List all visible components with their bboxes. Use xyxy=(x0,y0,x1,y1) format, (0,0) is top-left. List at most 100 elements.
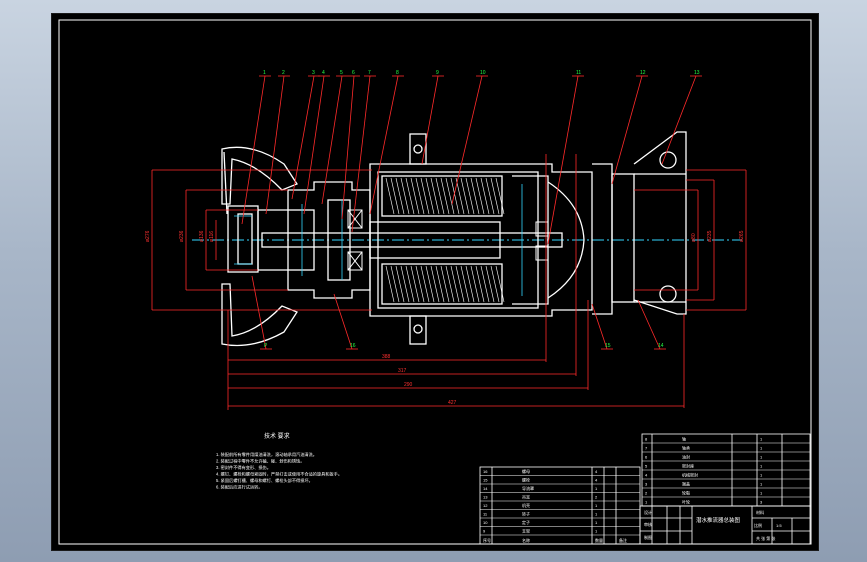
dim-v-right-3: ø265 xyxy=(739,230,745,242)
bom-upper-cell: 机械密封 xyxy=(682,472,698,478)
bom-upper-cell: 轴 xyxy=(682,436,686,442)
rear-bracket xyxy=(633,131,687,315)
bom-upper-cell: 5 xyxy=(645,464,648,469)
dim-v-left-1: ø276 xyxy=(145,230,151,242)
bearings xyxy=(347,209,549,271)
bom-lower-cell: 4 xyxy=(595,469,598,474)
bom-lower-cell: 12 xyxy=(483,503,488,508)
notes-line: 1. 装配前所有零件用煤油清洗，滚动轴承用汽油清洗。 xyxy=(216,451,317,458)
stator-top xyxy=(381,175,503,217)
dim-v-left-2: ø236 xyxy=(179,230,185,242)
bom-upper-cell: 6 xyxy=(645,455,648,460)
motor-housing xyxy=(369,163,593,317)
bom-lower-cell: 吊耳 xyxy=(522,495,530,500)
notes-title: 技术 要求 xyxy=(264,432,290,440)
notes-list: 1. 装配前所有零件用煤油清洗，滚动轴承用汽油清洗。2. 装配过程中零件不允许磕… xyxy=(216,451,342,491)
bom-lower-cell: 16 xyxy=(483,469,488,474)
balloon-11: 11 xyxy=(576,70,581,76)
propeller-blade-bottom xyxy=(221,283,298,347)
bom-lower-cell: 10 xyxy=(483,520,488,525)
stator-bottom xyxy=(381,263,503,305)
bom-upper-cell: 密封座 xyxy=(682,463,694,469)
dim-h-1: 388 xyxy=(382,354,391,360)
bom-lower-cell: 1 xyxy=(595,512,598,517)
title-designer-label: 设计 xyxy=(644,509,652,515)
title-drawn-label: 制图 xyxy=(644,534,652,540)
bom-lower-header: 备注 xyxy=(619,537,627,543)
bom-lower-cell: 2 xyxy=(595,495,598,500)
bom-upper-cell: 3 xyxy=(645,482,648,487)
notes-line: 6. 装配后应进行试运转。 xyxy=(216,484,263,491)
propeller-blade-top xyxy=(221,146,298,205)
bom-lower-cell: 1 xyxy=(595,529,598,534)
dim-h-4: 427 xyxy=(448,400,457,406)
balloon-14: 14 xyxy=(658,343,664,349)
bom-lower-cell: 导流罩 xyxy=(522,485,534,491)
dim-v-right-1: ø80 xyxy=(691,233,697,242)
bom-lower-cell: 螺母 xyxy=(522,468,530,474)
bom-lower-cell: 11 xyxy=(483,512,488,517)
dim-v-left-3: ø136 xyxy=(199,230,205,242)
bom-upper-cell: 轴承 xyxy=(682,445,690,451)
balloon-13: 13 xyxy=(694,70,700,76)
mount-hole-bottom xyxy=(659,285,677,303)
bom-lower-header: 序号 xyxy=(483,537,491,543)
bom-lower-cell: 9 xyxy=(483,529,486,534)
title-sheet-label: 共 张 第 张 xyxy=(756,535,775,541)
balloons-bottom: P 16 15 14 xyxy=(264,343,664,349)
title-scale-value: 1:5 xyxy=(776,523,782,528)
bom-lower-cell: 15 xyxy=(483,478,488,483)
balloon-9: 9 xyxy=(436,70,439,76)
bom-lower-cell: 1 xyxy=(595,503,598,508)
bom-lower-cell: 支架 xyxy=(522,528,530,534)
balloon-10: 10 xyxy=(480,70,486,76)
balloon-4: 4 xyxy=(322,70,325,76)
assembly-outline xyxy=(221,131,687,347)
bom-lower-cell: 1 xyxy=(595,486,598,491)
balloon-1: 1 xyxy=(263,70,266,76)
title-scale-label: 比例 xyxy=(754,522,762,528)
bom-lower-cell: 转子 xyxy=(522,511,530,517)
sheet-border xyxy=(58,19,812,545)
notes-line: 3. 密封件不得有变形、损伤。 xyxy=(216,464,271,471)
shaft xyxy=(261,232,563,248)
balloon-2: 2 xyxy=(282,70,285,76)
balloon-3: 3 xyxy=(312,70,315,76)
dim-h-2: 317 xyxy=(398,368,407,374)
lifting-lug-top xyxy=(409,133,427,165)
balloon-15: 15 xyxy=(605,343,611,349)
bom-lower-cell: 14 xyxy=(483,486,488,491)
balloon-12: 12 xyxy=(640,70,646,76)
bom-upper-cell: 1 xyxy=(760,491,763,496)
rotor xyxy=(369,221,501,259)
bom-upper-cell: 油封 xyxy=(682,454,690,460)
bom-upper-cell: 3 xyxy=(760,500,763,505)
lifting-lug-bottom xyxy=(409,315,427,345)
bom-upper-cell: 1 xyxy=(760,437,763,442)
balloon-16: 16 xyxy=(350,343,356,349)
balloon-5: 5 xyxy=(340,70,343,76)
bom-lower-cell: 4 xyxy=(595,478,598,483)
bom-upper-cell: 4 xyxy=(645,473,648,478)
notes-line: 5. 紧固后螺钉槽、螺母和螺钉、螺栓头部不得损坏。 xyxy=(216,477,313,484)
bom-lower-cell: 13 xyxy=(483,495,488,500)
bom-upper-cell: 1 xyxy=(760,473,763,478)
balloon-P: P xyxy=(264,343,268,349)
notes-line: 2. 装配过程中零件不允许磕、碰、划伤和锈蚀。 xyxy=(216,458,304,465)
bom-upper-cell: 1 xyxy=(760,464,763,469)
bom-upper-cell: 轮毂 xyxy=(682,490,690,496)
dim-v-left-4: ø116 xyxy=(209,231,215,242)
dim-v-right-2: ø235 xyxy=(707,230,713,242)
bom-lower-header: 名称 xyxy=(522,537,530,543)
balloon-7: 7 xyxy=(368,70,371,76)
winding-hatch xyxy=(385,177,505,303)
title-material-label: 材料 xyxy=(756,509,764,515)
bom-lower-header: 数量 xyxy=(595,537,603,543)
title-block xyxy=(639,505,811,545)
notes-line: 4. 螺钉、螺栓和螺母紧固时，严禁打击或使用不合适的旋具和扳手。 xyxy=(216,471,342,478)
